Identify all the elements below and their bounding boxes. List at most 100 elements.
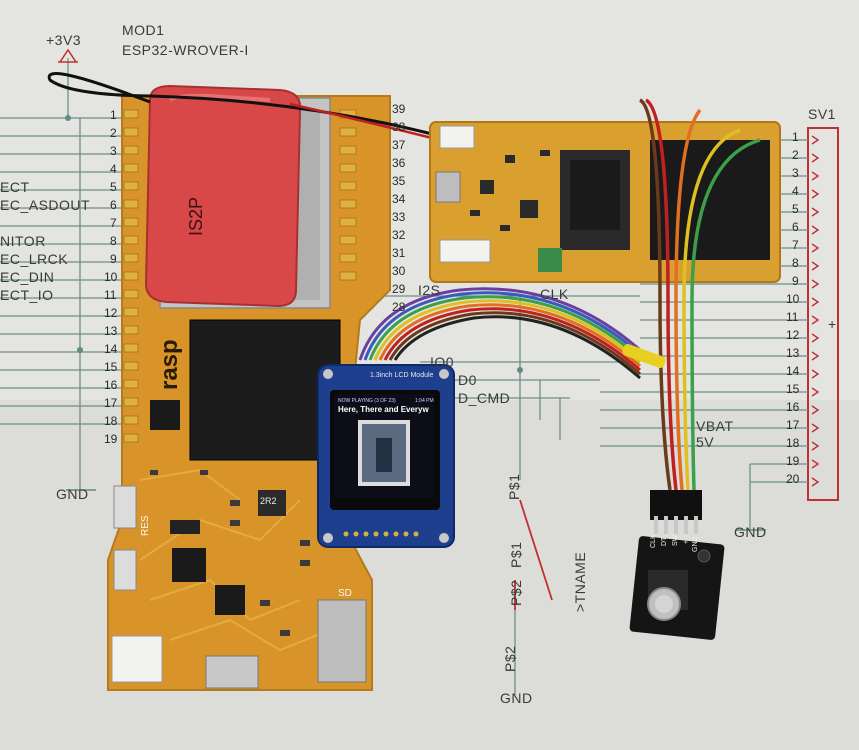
ps2-label-b: P$2 bbox=[502, 645, 518, 672]
sv1-pin-number: 15 bbox=[786, 382, 800, 396]
encoder-pin-label: CLK bbox=[650, 534, 657, 548]
left-signal: ECT bbox=[0, 179, 30, 195]
mid-signal: D_CMD bbox=[458, 390, 511, 406]
left-pin-number: 2 bbox=[110, 126, 117, 140]
left-pin-number: 19 bbox=[104, 432, 118, 446]
sv1-pin-number: 1 bbox=[792, 130, 799, 144]
sv1-pin-number: 20 bbox=[786, 472, 800, 486]
sd-slot bbox=[317, 599, 367, 683]
encoder-pin-label: GND bbox=[692, 536, 699, 552]
sv1-pin-number: 2 bbox=[792, 148, 799, 162]
lcd-header-pins bbox=[343, 531, 419, 537]
psram-chip bbox=[189, 319, 341, 461]
sv1-pin-number: 3 bbox=[792, 166, 799, 180]
lcd-time: 1:04 PM bbox=[415, 398, 434, 404]
left-pin-number: 9 bbox=[110, 252, 117, 266]
lcd-mount-2 bbox=[439, 369, 449, 379]
left-signal: EC_ASDOUT bbox=[0, 197, 91, 213]
left-pin-number: 8 bbox=[110, 234, 117, 248]
module-pin-number: 29 bbox=[392, 282, 406, 296]
board-inductor-silk: 2R2 bbox=[260, 496, 277, 506]
left-pin-number: 3 bbox=[110, 144, 117, 158]
module-pads-left bbox=[123, 109, 139, 443]
lcd-module-title: 1.3inch LCD Module bbox=[370, 372, 434, 379]
mid-signal: D0 bbox=[458, 372, 477, 388]
smd-components bbox=[150, 470, 310, 636]
left-pin-number: 16 bbox=[104, 378, 118, 392]
module-pin-number: 32 bbox=[392, 228, 406, 242]
board-brand-silk: rasp bbox=[156, 339, 183, 390]
battery-label: IS2P bbox=[186, 196, 206, 236]
mid-signal: I2S bbox=[418, 282, 441, 298]
left-pin-number: 1 bbox=[110, 108, 117, 122]
ps1-label-b: P$1 bbox=[508, 541, 524, 568]
left-signal: ECT_IO bbox=[0, 287, 54, 303]
lcd-album-figure bbox=[376, 438, 392, 472]
power-arrow bbox=[59, 48, 77, 63]
sv1-pin-number: 6 bbox=[792, 220, 799, 234]
mid-signal: CLK bbox=[540, 286, 569, 302]
sv1-pin-marks bbox=[811, 135, 820, 487]
left-signal: EC_DIN bbox=[0, 269, 55, 285]
ps1-label-a: P$1 bbox=[506, 473, 522, 500]
codec-connector bbox=[570, 160, 620, 230]
right-signal: VBAT bbox=[696, 418, 734, 434]
sv1-pin-number: 13 bbox=[786, 346, 800, 360]
sv1-pin-number: 19 bbox=[786, 454, 800, 468]
codec-terminal bbox=[538, 248, 562, 272]
left-pin-number: 17 bbox=[104, 396, 118, 410]
sv1-pin-number: 4 bbox=[792, 184, 799, 198]
left-pin-number: 5 bbox=[110, 180, 117, 194]
codec-connector-2 bbox=[439, 239, 491, 263]
module-pin-number: 35 bbox=[392, 174, 406, 188]
junction-dot bbox=[65, 115, 71, 121]
encoder-pin-label: DT bbox=[661, 536, 668, 546]
lcd-mount-1 bbox=[323, 369, 333, 379]
ps2-label-a: P$2 bbox=[508, 579, 524, 606]
battery-wire-red bbox=[289, 102, 441, 142]
battery-pack bbox=[144, 84, 302, 308]
encoder-pin-label: SW bbox=[672, 534, 679, 546]
reset-button bbox=[113, 485, 137, 529]
sv1-pin-number: 9 bbox=[792, 274, 799, 288]
lcd-song-title: Here, There and Everyw bbox=[338, 405, 429, 414]
left-pin-number: 11 bbox=[104, 288, 117, 302]
sv1-pin-number: 17 bbox=[786, 418, 800, 432]
inductor bbox=[258, 490, 286, 516]
sv1-pin-number: 8 bbox=[792, 256, 799, 270]
module-pin-number: 39 bbox=[392, 102, 406, 116]
left-pin-number: 13 bbox=[104, 324, 118, 338]
sv1-pin-number: 12 bbox=[786, 328, 800, 342]
junction-dot-2 bbox=[77, 347, 83, 353]
lcd-mount-4 bbox=[439, 533, 449, 543]
left-pin-number: 7 bbox=[110, 216, 117, 230]
gnd-mid-label: GND bbox=[500, 690, 533, 706]
lcd-mount-3 bbox=[323, 533, 333, 543]
left-pin-number: 10 bbox=[104, 270, 118, 284]
left-signal: NITOR bbox=[0, 233, 46, 249]
sv1-pin-number: 7 bbox=[792, 238, 799, 252]
sv1-pin-number: 11 bbox=[786, 310, 799, 324]
encoder-wires bbox=[638, 98, 761, 491]
tname-label: >TNAME bbox=[572, 551, 588, 612]
codec-jst bbox=[439, 125, 475, 149]
lcd-now-playing: NOW PLAYING (3 OF 23) bbox=[338, 398, 396, 404]
switch-lever bbox=[519, 499, 553, 601]
module-pads bbox=[339, 109, 357, 281]
sv1-pin-number: 10 bbox=[786, 292, 800, 306]
power-label: +3V3 bbox=[46, 32, 82, 48]
gnd-right-label: GND bbox=[734, 524, 767, 540]
encoder-header bbox=[650, 490, 702, 520]
module-pin-number: 37 bbox=[392, 138, 406, 152]
mid-signal: IO0 bbox=[430, 354, 455, 370]
module-pin-number: 31 bbox=[392, 246, 406, 260]
chip-small-3 bbox=[172, 548, 206, 582]
module-pin-number: 38 bbox=[392, 120, 406, 134]
codec-usb bbox=[435, 171, 461, 203]
ribbon-wires bbox=[358, 287, 641, 380]
codec-smd bbox=[470, 150, 550, 231]
module-pin-number: 34 bbox=[392, 192, 406, 206]
boot-button bbox=[113, 549, 137, 591]
encoder-mount-hole bbox=[697, 549, 711, 563]
